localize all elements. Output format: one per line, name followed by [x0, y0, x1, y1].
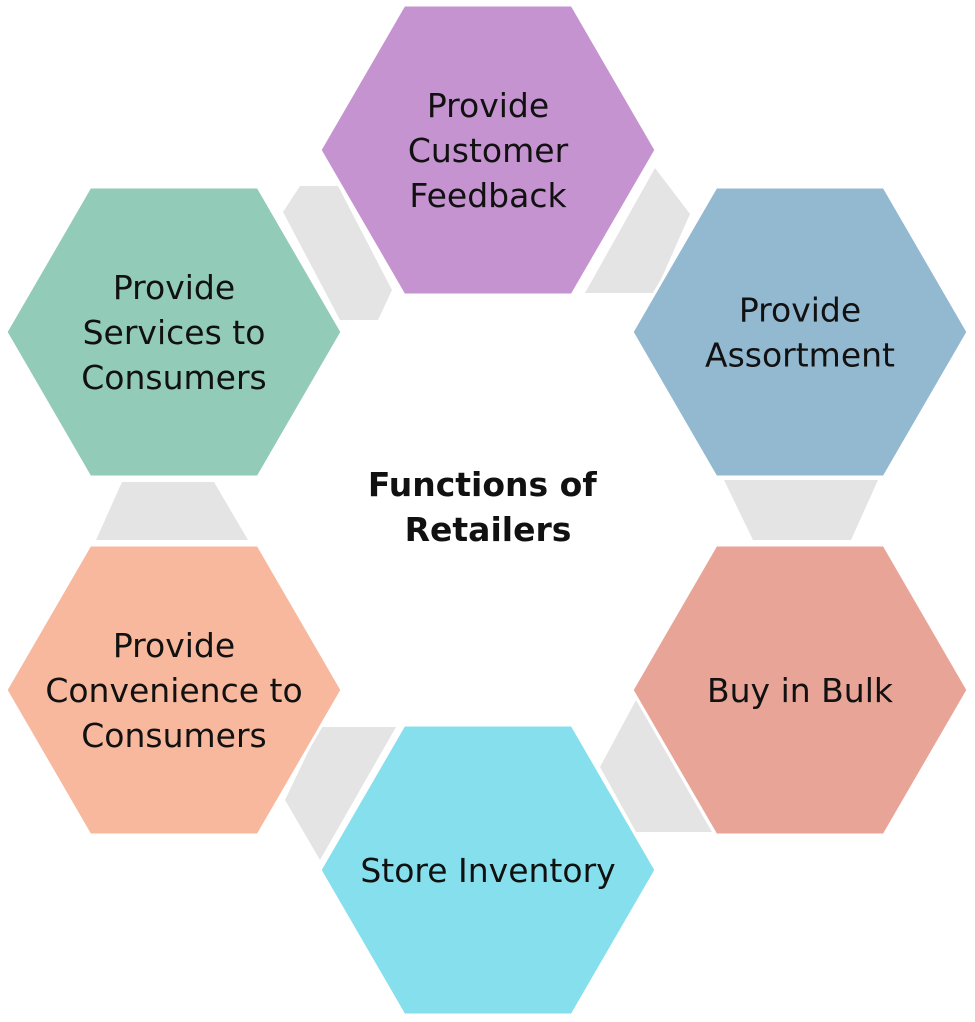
- hexagon-shape-services: [4, 185, 344, 479]
- hexagon-shape-inventory: [318, 723, 658, 1017]
- hexagon-label-convenience-line-2: Convenience to: [45, 671, 302, 710]
- hexagon-label-bulk: Buy in Bulk: [707, 671, 894, 710]
- hexagon-label-assortment-line-2: Assortment: [705, 336, 895, 375]
- hexagon-label-inventory-line-1: Store Inventory: [360, 851, 615, 890]
- hexagon-label-services-line-1: Provide: [113, 268, 235, 307]
- connector-3: [724, 480, 878, 540]
- center-title-line-2: Retailers: [405, 510, 572, 549]
- connector-4: [600, 700, 712, 832]
- connector-5: [285, 727, 396, 860]
- hexagon-shape-bulk: [630, 543, 970, 837]
- connector-6: [96, 482, 248, 540]
- hexagon-label-convenience-line-3: Consumers: [81, 716, 266, 755]
- hexagon-label-feedback-line-3: Feedback: [409, 176, 567, 215]
- hexagon-shape-feedback: [318, 3, 658, 297]
- center-title: Functions of Retailers: [368, 465, 608, 549]
- hexagon-bulk: Buy in Bulk: [630, 543, 970, 837]
- hexagon-label-bulk-line-1: Buy in Bulk: [707, 671, 894, 710]
- hexagon-label-assortment-line-1: Provide: [739, 291, 861, 330]
- hexagon-label-inventory: Store Inventory: [360, 851, 615, 890]
- hexagon-shape-convenience: [4, 543, 344, 837]
- hexagon-label-services-line-2: Services to: [83, 313, 266, 352]
- connector-1: [283, 186, 392, 320]
- hexagon-label-convenience-line-1: Provide: [113, 626, 235, 665]
- connectors-layer: [96, 168, 878, 860]
- hexagon-label-feedback-line-2: Customer: [408, 131, 569, 170]
- hexagon-shape-assortment: [630, 185, 970, 479]
- connector-2: [585, 168, 690, 293]
- hexagon-inventory: Store Inventory: [318, 723, 658, 1017]
- hexagon-label-feedback-line-1: Provide: [427, 86, 549, 125]
- hexagon-label-services-line-3: Consumers: [81, 358, 266, 397]
- center-title-line-1: Functions of: [368, 465, 598, 504]
